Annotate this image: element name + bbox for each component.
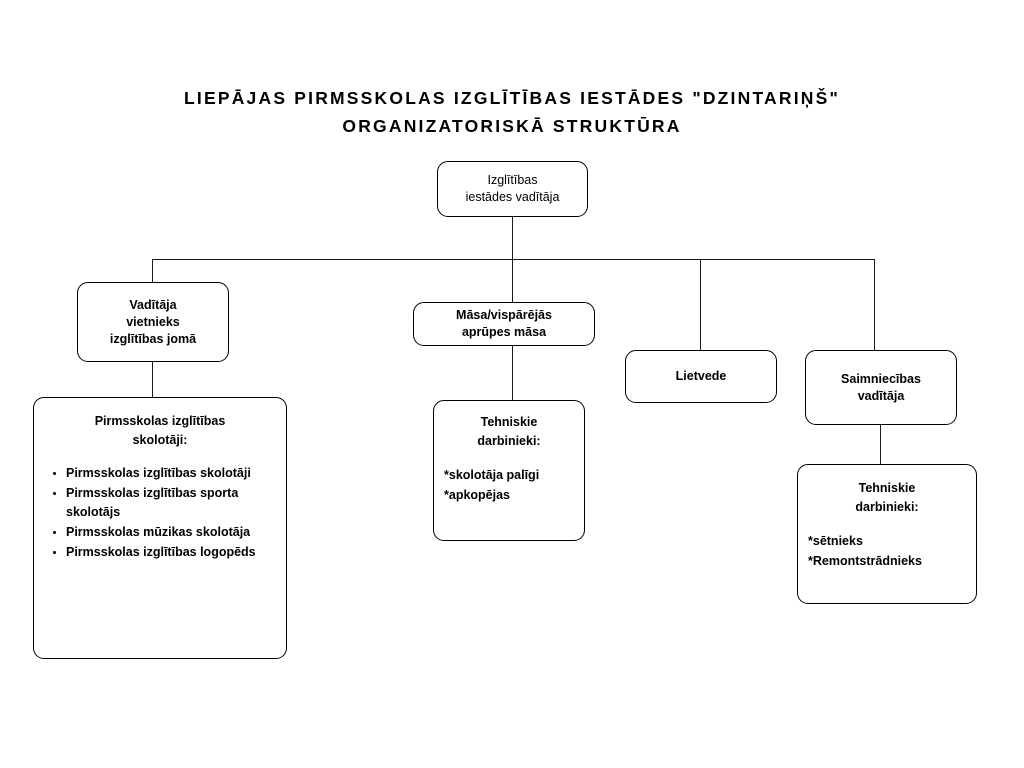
connector-bus-to-facilities: [874, 259, 875, 350]
node-nurse[interactable]: Māsa/vispārējās aprūpes māsa: [413, 302, 595, 346]
spacer: [34, 450, 286, 464]
node-deputy-head-education[interactable]: Vadītāja vietnieks izglītības jomā: [77, 282, 229, 362]
node-head-of-institution-label: Izglītības iestādes vadītāja: [465, 173, 560, 204]
connector-bus-to-deputy: [152, 259, 153, 282]
node-head-of-institution[interactable]: Izglītības iestādes vadītāja: [437, 161, 588, 217]
node-facilities-manager-label: Saimniecības vadītāja: [841, 371, 921, 403]
list-item: *Remontstrādnieks: [808, 554, 922, 568]
connector-root-stem: [512, 216, 513, 259]
node-nurse-label: Māsa/vispārējās aprūpes māsa: [456, 308, 552, 339]
preschool-teachers-list: Pirmsskolas izglītības skolotāji Pirmssk…: [34, 464, 286, 563]
node-deputy-head-education-label: Vadītāja vietnieks izglītības jomā: [109, 297, 197, 346]
connector-nurse-to-tech-mid: [512, 345, 513, 401]
connector-bus-to-clerk: [700, 259, 701, 350]
list-item: *skolotāja palīgi: [444, 468, 540, 482]
list-item: Pirmsskolas izglītības skolotāji: [52, 464, 276, 483]
technical-staff-nursing-list: *skolotāja palīgi *apkopējas: [434, 465, 584, 505]
list-item: Pirmsskolas mūzikas skolotāja: [52, 523, 276, 542]
spacer: [798, 517, 976, 531]
node-clerk[interactable]: Lietvede: [625, 350, 777, 403]
connector-deputy-to-teachers: [152, 361, 153, 398]
chart-title-line-2: ORGANIZATORISKĀ STRUKTŪRA: [342, 116, 682, 136]
list-item: Pirmsskolas izglītības sporta skolotājs: [52, 484, 276, 522]
list-item: *sētnieks: [808, 534, 863, 548]
connector-bus: [152, 259, 875, 260]
node-clerk-label: Lietvede: [675, 369, 727, 383]
node-technical-staff-nursing-heading: Tehniskie darbinieki:: [477, 415, 541, 448]
node-technical-staff-nursing[interactable]: Tehniskie darbinieki: *skolotāja palīgi …: [433, 400, 585, 541]
spacer: [434, 451, 584, 465]
node-technical-staff-facilities[interactable]: Tehniskie darbinieki: *sētnieks *Remonts…: [797, 464, 977, 604]
node-facilities-manager[interactable]: Saimniecības vadītāja: [805, 350, 957, 425]
connector-facilities-to-tech-right: [880, 424, 881, 465]
chart-title-line-1: LIEPĀJAS PIRMSSKOLAS IZGLĪTĪBAS IESTĀDES…: [184, 88, 840, 108]
node-preschool-teachers[interactable]: Pirmsskolas izglītības skolotāji: Pirmss…: [33, 397, 287, 659]
connector-bus-to-nurse: [512, 259, 513, 302]
list-item: *apkopējas: [444, 488, 511, 502]
node-technical-staff-facilities-heading: Tehniskie darbinieki:: [855, 481, 919, 514]
technical-staff-facilities-list: *sētnieks *Remontstrādnieks: [798, 531, 976, 571]
node-preschool-teachers-heading: Pirmsskolas izglītības skolotāji:: [94, 414, 226, 447]
chart-title: LIEPĀJAS PIRMSSKOLAS IZGLĪTĪBAS IESTĀDES…: [0, 84, 1024, 140]
list-item: Pirmsskolas izglītības logopēds: [52, 543, 276, 562]
